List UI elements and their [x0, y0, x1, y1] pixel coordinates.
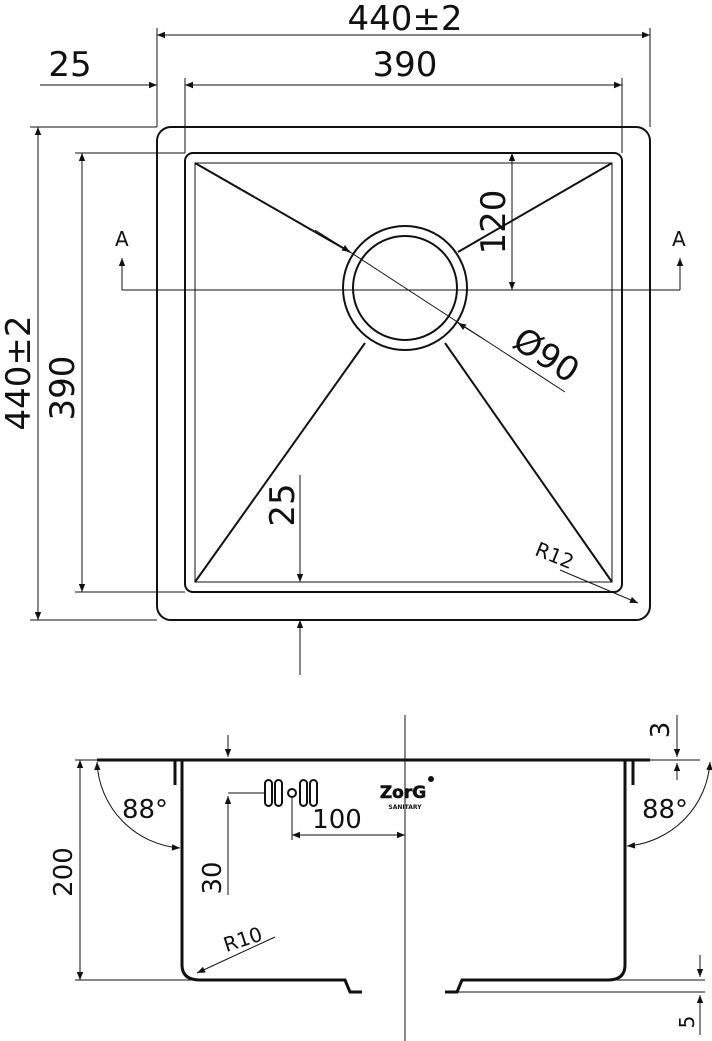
overflow-slots: [264, 779, 318, 807]
svg-text:R10: R10: [220, 922, 265, 957]
dimension-bowl-height: 390: [43, 152, 185, 593]
svg-text:100: 100: [312, 805, 362, 835]
svg-text:3: 3: [646, 722, 676, 739]
svg-text:88°: 88°: [122, 795, 168, 825]
dimension-overflow-distance: 100: [291, 797, 405, 840]
bowl-profile-right: [445, 760, 627, 994]
top-view: A A 440±2 390 25 440±2 390: [0, 0, 686, 675]
dimension-bottom-offset: 5: [445, 955, 705, 1035]
bowl-outer-edge: [184, 152, 623, 593]
bowl-profile-left: [180, 760, 362, 994]
drain-outer: [342, 225, 468, 351]
dimension-overflow-depth: 30: [198, 735, 265, 895]
svg-text:25: 25: [263, 483, 303, 526]
dimension-overall-width: 440±2: [156, 0, 651, 127]
dimension-bowl-width: 390 25: [40, 45, 623, 153]
section-view: ZorG SANITARY 3 88° 88° 100 30: [49, 715, 712, 1041]
svg-text:440±2: 440±2: [0, 315, 39, 430]
dimension-offset: 25: [48, 45, 91, 85]
bowl-slope-lines: [194, 162, 613, 583]
svg-text:88°: 88°: [642, 795, 688, 825]
dimension-flange-thickness: 3: [646, 715, 700, 780]
drain-inner: [352, 235, 458, 341]
svg-text:SANITARY: SANITARY: [388, 804, 422, 811]
svg-text:440±2: 440±2: [347, 0, 462, 39]
svg-text:120: 120: [474, 190, 514, 255]
svg-text:390: 390: [373, 45, 438, 85]
brand-logo: ZorG SANITARY: [380, 776, 434, 811]
dimension-bottom-radius: R10: [196, 922, 276, 974]
sink-outer-rim: [156, 126, 651, 621]
dimension-depth: 200: [49, 759, 200, 981]
svg-text:390: 390: [43, 356, 83, 421]
section-mark-right: A: [672, 227, 686, 251]
svg-text:5: 5: [675, 1016, 699, 1029]
dimension-angle-left: 88°: [94, 761, 181, 851]
svg-text:200: 200: [49, 847, 79, 897]
section-mark-left: A: [115, 227, 129, 251]
svg-text:ZorG: ZorG: [380, 783, 426, 803]
svg-text:R12: R12: [532, 537, 577, 574]
svg-text:Ø90: Ø90: [506, 320, 587, 392]
dimension-overall-height: 440±2: [0, 126, 157, 621]
section-line-a-a: A A: [115, 227, 686, 291]
dimension-drain-offset: 120: [474, 153, 516, 290]
dimension-angle-right: 88°: [626, 761, 712, 849]
dimension-rim-offset: 25: [263, 475, 304, 675]
svg-text:30: 30: [198, 861, 228, 894]
bowl-inner-edge: [194, 162, 613, 583]
